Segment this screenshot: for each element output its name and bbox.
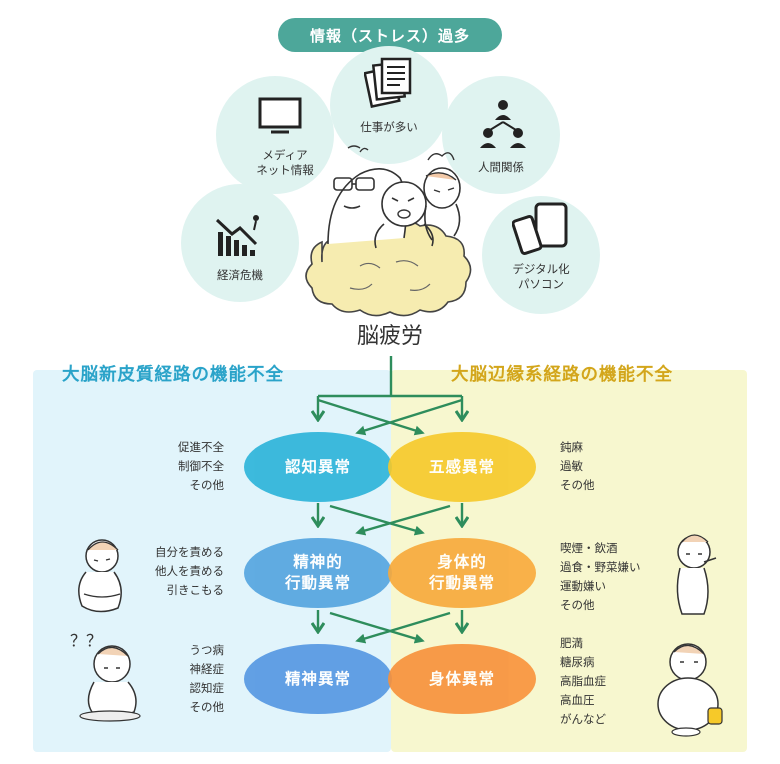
tv-icon: [258, 97, 302, 134]
sensory-abnormality-ellipse: 五感異常: [388, 432, 536, 502]
mental-abnormality-ellipse: 精神異常: [244, 644, 392, 714]
smoking-person-illustration: [676, 534, 717, 615]
people-network-icon: [480, 100, 526, 148]
right-panel-title: 大脳辺縁系経路の機能不全: [451, 365, 673, 385]
source-bubble-economy: [181, 184, 299, 302]
cognitive-notes: 促進不全制御不全その他: [178, 440, 224, 492]
source-label-relations: 人間関係: [478, 160, 524, 174]
source-bubble-relations: [442, 76, 560, 194]
brain-fatigue-title: 脳疲労: [356, 324, 423, 349]
question-marks: ？？: [70, 631, 102, 650]
falling-chart-icon: [215, 215, 259, 256]
physical-behavior-abnormality-ellipse: 身体的行動異常: [388, 538, 536, 608]
source-label-economy: 経済危機: [217, 268, 263, 282]
documents-icon: [364, 57, 412, 108]
source-bubble-media: [216, 76, 334, 194]
overweight-person-illustration: [657, 643, 723, 737]
devices-icon: [512, 202, 568, 255]
stressed-brain-illustration: [305, 145, 472, 317]
mental-behavior-abnormality-ellipse: 精神的行動異常: [244, 538, 392, 608]
physical-behavior-notes: 喫煙・飲酒過食・野菜嫌い運動嫌いその他: [560, 541, 641, 612]
left-panel-title: 大脳新皮質経路の機能不全: [62, 365, 284, 385]
cognitive-abnormality-ellipse: 認知異常: [244, 432, 392, 502]
source-label-media: メディアネット情報: [256, 148, 314, 177]
confused-person-illustration: ？？: [70, 631, 141, 722]
sensory-notes: 鈍麻過敏その他: [560, 440, 595, 492]
sitting-person-illustration: [78, 539, 122, 613]
physical-abnormality-ellipse: 身体異常: [388, 644, 536, 714]
mental-notes: うつ病神経症認知症その他: [189, 643, 225, 714]
source-label-work: 仕事が多い: [360, 120, 418, 134]
mental-behavior-notes: 自分を責める他人を責める引きこもる: [155, 545, 224, 597]
source-label-digital: デジタル化パソコン: [512, 262, 570, 291]
physical-notes: 肥満糖尿病高脂血症高血圧がんなど: [560, 636, 606, 726]
